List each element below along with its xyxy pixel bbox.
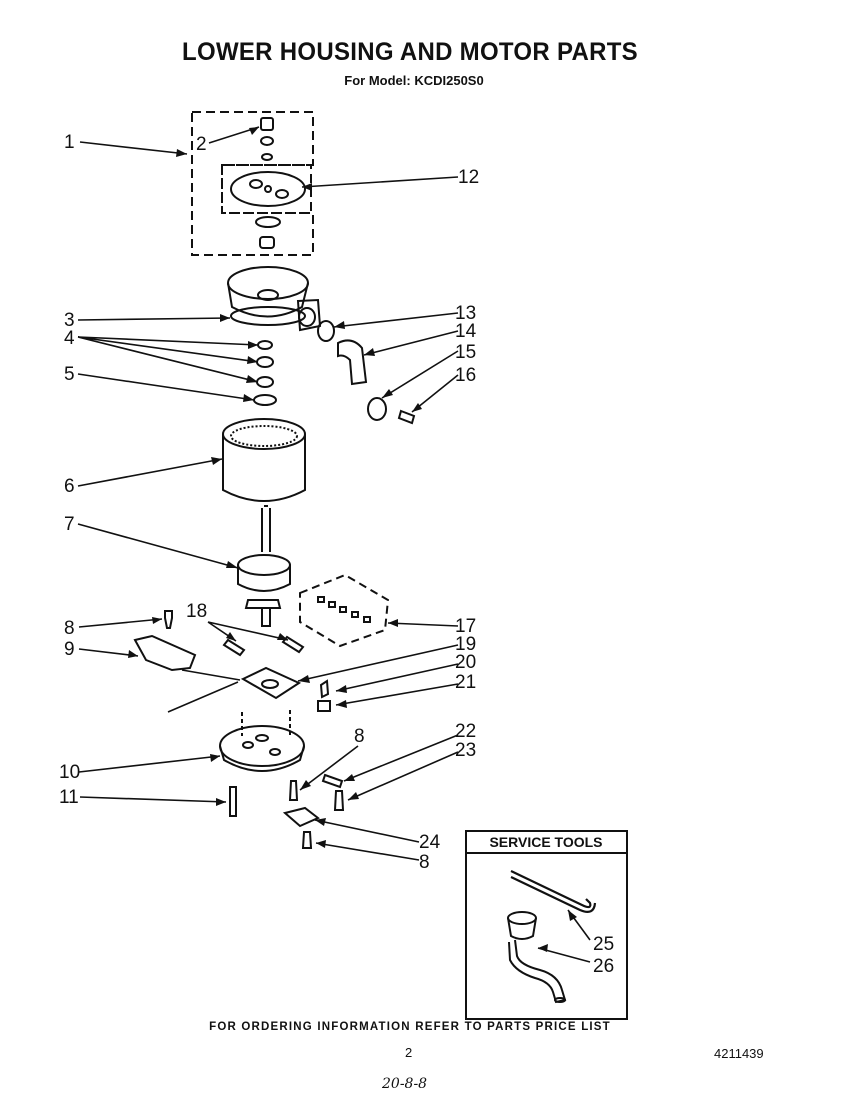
callout-18: 18 bbox=[186, 601, 207, 622]
callout-23: 23 bbox=[455, 740, 476, 761]
part-2-nut-stack bbox=[260, 117, 274, 161]
callout-22: 22 bbox=[455, 721, 476, 742]
part-10-end-bell bbox=[219, 710, 305, 772]
callout-8-upper: 8 bbox=[64, 618, 75, 639]
part-25-wrench-tool bbox=[510, 870, 597, 913]
part-8-screw-upper bbox=[164, 610, 173, 629]
leader-lines bbox=[77, 126, 591, 963]
part-20-clip bbox=[319, 679, 330, 699]
model-subtitle: For Model: KCDI250S0 bbox=[344, 73, 484, 88]
callout-20: 20 bbox=[455, 652, 476, 673]
part-26-stopper bbox=[507, 911, 567, 1004]
part-16-screw bbox=[397, 409, 416, 425]
part-8-screw-lower bbox=[301, 831, 313, 849]
callout-6: 6 bbox=[64, 476, 75, 497]
part-17-terminal-block bbox=[299, 573, 390, 648]
callout-8-lower: 8 bbox=[419, 852, 430, 873]
callout-14: 14 bbox=[455, 321, 477, 342]
part-3-upper-housing bbox=[227, 266, 322, 332]
callout-13: 13 bbox=[455, 303, 476, 324]
callout-25: 25 bbox=[593, 934, 614, 955]
callout-5: 5 bbox=[64, 364, 75, 385]
callout-26: 26 bbox=[593, 956, 614, 977]
part-12-impeller-plate bbox=[230, 171, 306, 249]
callout-16: 16 bbox=[455, 365, 476, 386]
part-21-connector bbox=[317, 700, 331, 712]
part-19-bearing-plate bbox=[240, 666, 302, 700]
part-11-thru-bolt bbox=[229, 786, 237, 817]
callout-7: 7 bbox=[64, 514, 75, 535]
part-4-washer-stack bbox=[256, 340, 274, 388]
page-number: 2 bbox=[405, 1045, 413, 1060]
callout-19: 19 bbox=[455, 634, 476, 655]
callout-2: 2 bbox=[196, 134, 207, 155]
part-9-bracket bbox=[133, 634, 197, 672]
part-22-clip bbox=[321, 773, 344, 789]
callout-8-middle: 8 bbox=[354, 726, 365, 747]
part-7-rotor-assembly bbox=[237, 505, 291, 627]
part-6-stator-shell bbox=[222, 418, 306, 502]
service-tools-title: SERVICE TOOLS bbox=[489, 834, 602, 850]
callout-17: 17 bbox=[455, 616, 476, 637]
callout-11: 11 bbox=[59, 787, 79, 808]
callout-12: 12 bbox=[458, 167, 479, 188]
callout-15: 15 bbox=[455, 342, 476, 363]
arrow-heads bbox=[128, 127, 577, 952]
callout-24: 24 bbox=[419, 832, 441, 853]
callout-10: 10 bbox=[59, 762, 80, 783]
part-15-flange bbox=[367, 397, 387, 421]
callout-21: 21 bbox=[455, 672, 476, 693]
handwritten-note: 20-8-8 bbox=[382, 1076, 428, 1092]
ordering-note: FOR ORDERING INFORMATION REFER TO PARTS … bbox=[209, 1021, 611, 1033]
part-18-brush-left bbox=[222, 638, 246, 657]
part-8-screw-middle bbox=[288, 780, 299, 801]
callout-numbers: 1 2 3 4 5 6 7 8 9 10 11 12 13 14 15 16 1… bbox=[59, 132, 614, 977]
callout-3: 3 bbox=[64, 310, 75, 331]
part-18-brush-right bbox=[281, 635, 305, 654]
page-title: LOWER HOUSING AND MOTOR PARTS bbox=[182, 38, 638, 66]
part-23-screw bbox=[333, 790, 345, 811]
document-number: 4211439 bbox=[714, 1046, 764, 1061]
part-14-discharge-elbow bbox=[337, 339, 368, 386]
callout-4: 4 bbox=[64, 328, 75, 349]
part-13-gasket bbox=[317, 320, 335, 342]
callout-1: 1 bbox=[64, 132, 75, 153]
part-5-seal bbox=[253, 394, 277, 406]
service-tools-box bbox=[465, 830, 628, 1020]
callout-9: 9 bbox=[64, 639, 75, 660]
part-9-guide-lines bbox=[167, 669, 241, 713]
part-24-bracket bbox=[282, 806, 320, 828]
